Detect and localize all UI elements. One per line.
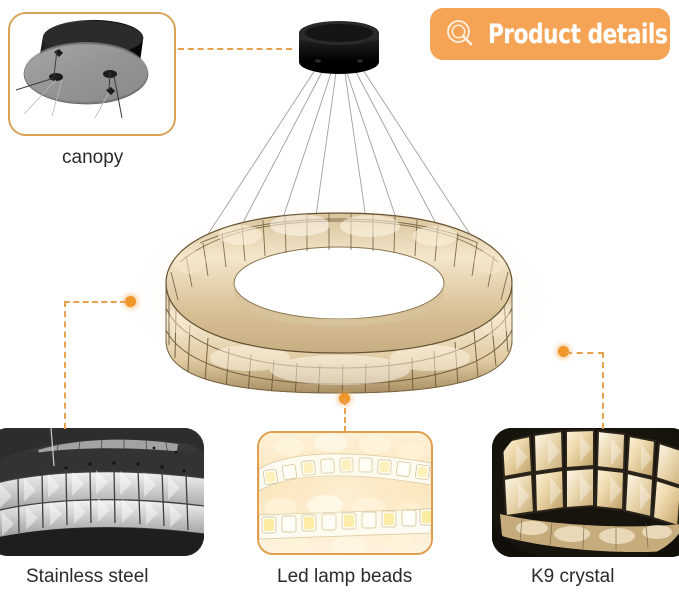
callout-dot-stainless-steel (125, 296, 136, 307)
callout-label-stainless-steel: Stainless steel (26, 566, 149, 587)
callout-image-k9-crystal (492, 428, 679, 557)
callout-image-stainless-steel (0, 428, 204, 556)
crystal-ring (165, 212, 513, 394)
led-strip-photo (259, 433, 431, 553)
k9-crystal-photo (492, 428, 679, 557)
callout-image-led-lamp-beads (257, 431, 433, 555)
callout-label-k9-crystal: K9 crystal (531, 566, 615, 587)
search-icon (447, 20, 473, 46)
connector-canopy (178, 48, 292, 50)
callout-label-led-lamp-beads: Led lamp beads (277, 566, 413, 587)
callout-label-canopy: canopy (62, 147, 124, 168)
callout-image-canopy (8, 12, 176, 136)
canopy-part (299, 21, 379, 74)
callout-dot-k9-crystal (558, 346, 569, 357)
connector-stainless-steel-vertical (64, 301, 66, 429)
product-details-banner: Product details (430, 8, 670, 60)
canopy-photo (10, 14, 174, 134)
connector-k9-crystal-horizontal (566, 352, 604, 354)
stainless-steel-photo (0, 428, 204, 556)
connector-stainless-steel-horizontal (64, 301, 126, 303)
connector-k9-crystal-vertical (602, 352, 604, 429)
banner-title: Product details (488, 18, 668, 50)
connector-led-lamp-beads (344, 399, 346, 432)
callout-dot-led-lamp-beads (339, 393, 350, 404)
